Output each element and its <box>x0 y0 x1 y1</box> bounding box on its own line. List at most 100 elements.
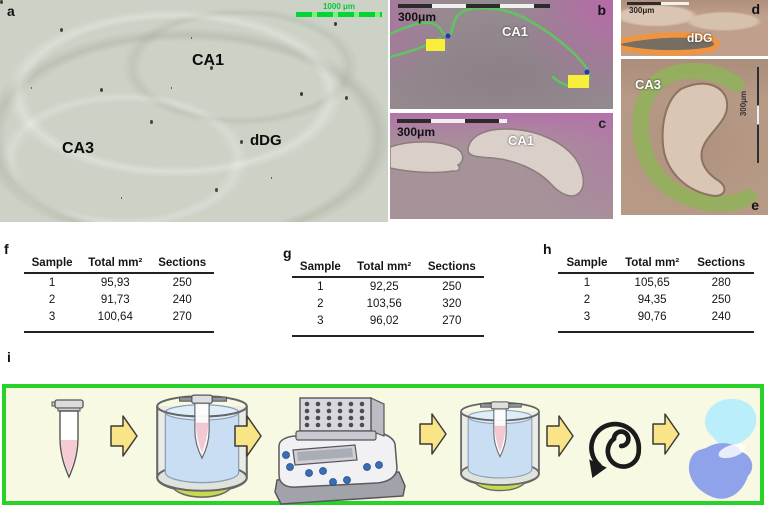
scale-bar-label: 300μm <box>398 10 437 24</box>
panel-d-micrograph: 300μm dDG d <box>621 0 768 56</box>
cell: 320 <box>442 297 462 310</box>
flow-arrow-icon <box>110 414 138 458</box>
panel-letter-c: c <box>598 115 606 131</box>
cell: 3 <box>292 312 349 337</box>
roi-marker-yellow <box>426 39 445 51</box>
flow-arrow-icon <box>546 414 574 458</box>
cell: 2 <box>48 293 56 306</box>
area-table-h: Sample Total mm² Sections 1 105,65 280 2… <box>558 256 754 333</box>
area-table-f: Sample Total mm² Sections 1 95,93 250 2 … <box>24 256 214 333</box>
dissected-ca1-shape <box>390 128 585 197</box>
green-highlight-ca3 <box>632 62 757 212</box>
table-row: 2 94,35 250 <box>558 291 754 308</box>
region-label-ca3: CA3 <box>62 140 95 157</box>
cell: 100,64 <box>80 308 151 333</box>
panel-letter-b: b <box>597 2 606 18</box>
table-row: 2 103,56 320 <box>292 295 484 312</box>
region-label-ddg: dDG <box>250 132 282 149</box>
cell: 103,56 <box>366 297 402 310</box>
col-header-sections: Sections <box>419 260 484 278</box>
cell: 92,25 <box>369 280 399 293</box>
table-row: 1 105,65 280 <box>558 273 754 291</box>
vortex-spin-arrow-icon <box>586 412 644 480</box>
col-header-sample: Sample <box>292 260 349 278</box>
region-label-ca1: CA1 <box>508 133 535 148</box>
cell: 95,93 <box>100 276 130 289</box>
cell: 240 <box>172 293 192 306</box>
panel-e-micrograph: CA3 300μm e <box>621 59 768 215</box>
scale-bar-line <box>757 67 759 163</box>
panel-letter-i: i <box>7 349 11 365</box>
cell: 270 <box>419 312 484 337</box>
cell: 91,73 <box>100 293 130 306</box>
region-label-ddg: dDG <box>687 31 713 45</box>
flow-arrow-icon <box>419 412 447 456</box>
col-header-sections: Sections <box>688 256 754 274</box>
cell: 250 <box>711 293 731 306</box>
water-bath-icon <box>148 390 256 504</box>
scale-bar: 1000 μm <box>296 2 382 17</box>
area-table-g: Sample Total mm² Sections 1 92,25 250 2 … <box>292 260 484 337</box>
tissue-specks <box>0 0 3 4</box>
cell: 2 <box>317 297 324 310</box>
roi-point-blue <box>445 33 451 39</box>
scale-bar-line <box>296 12 382 17</box>
cell: 1 <box>583 276 591 289</box>
water-bath-icon <box>454 390 546 504</box>
roi-marker-yellow <box>568 75 589 88</box>
panel-letter-e: e <box>751 197 759 213</box>
cell: 250 <box>172 276 192 289</box>
panel-letter-f: f <box>4 241 9 257</box>
region-label-ca3: CA3 <box>635 77 662 92</box>
cell: 1 <box>48 276 56 289</box>
flow-arrow-icon <box>234 414 262 458</box>
orange-outline-ddg <box>621 32 720 56</box>
table-row: 3 96,02 270 <box>292 312 484 337</box>
panel-c-micrograph: 300μm CA1 c <box>390 113 613 219</box>
table-row: 1 92,25 250 <box>292 277 484 295</box>
cell: 3 <box>558 308 616 333</box>
panel-letter-h: h <box>543 241 552 257</box>
region-label-ca1: CA1 <box>192 52 225 69</box>
scale-bar-line <box>398 4 550 8</box>
table-row: 3 100,64 270 <box>24 308 214 333</box>
microtube-icon <box>42 398 98 484</box>
scale-bar-label: 300μm <box>397 125 436 139</box>
tissue-blob-icon <box>684 396 768 506</box>
panel-letter-d: d <box>751 1 760 17</box>
scale-bar-label: 300μm <box>738 90 748 117</box>
panel-a-micrograph: a CA1 CA3 dDG 1000 μm <box>0 0 388 222</box>
green-outline-trace <box>390 6 590 89</box>
scale-bar-line <box>397 119 507 123</box>
cell: 96,02 <box>348 312 420 337</box>
cell: 1 <box>317 280 324 293</box>
cell: 3 <box>24 308 81 333</box>
table-row: 2 91,73 240 <box>24 291 214 308</box>
panel-b-micrograph: 300μm CA1 b <box>390 0 613 109</box>
cell: 94,35 <box>637 293 667 306</box>
roi-point-blue <box>584 69 590 75</box>
col-header-total-mm2: Total mm² <box>80 256 151 274</box>
thermomixer-icon <box>266 394 414 506</box>
cell: 240 <box>688 308 754 333</box>
col-header-total-mm2: Total mm² <box>615 256 689 274</box>
table-row: 1 95,93 250 <box>24 273 214 291</box>
panel-letter-g: g <box>283 245 292 261</box>
cell: 2 <box>583 293 591 306</box>
scale-bar-label: 1000 μm <box>322 2 356 11</box>
flow-arrow-icon <box>652 412 680 456</box>
region-label-ca1: CA1 <box>502 24 529 39</box>
scale-bar-line <box>627 2 689 5</box>
cell: 250 <box>442 280 462 293</box>
cell: 90,76 <box>615 308 689 333</box>
scale-bar-label: 300μm <box>629 6 655 15</box>
col-header-sample: Sample <box>558 256 616 274</box>
col-header-sample: Sample <box>24 256 81 274</box>
workflow-panel <box>2 384 764 505</box>
table-row: 3 90,76 240 <box>558 308 754 333</box>
col-header-total-mm2: Total mm² <box>348 260 420 278</box>
panel-letter-a: a <box>7 3 15 19</box>
cell: 280 <box>711 276 731 289</box>
col-header-sections: Sections <box>150 256 214 274</box>
